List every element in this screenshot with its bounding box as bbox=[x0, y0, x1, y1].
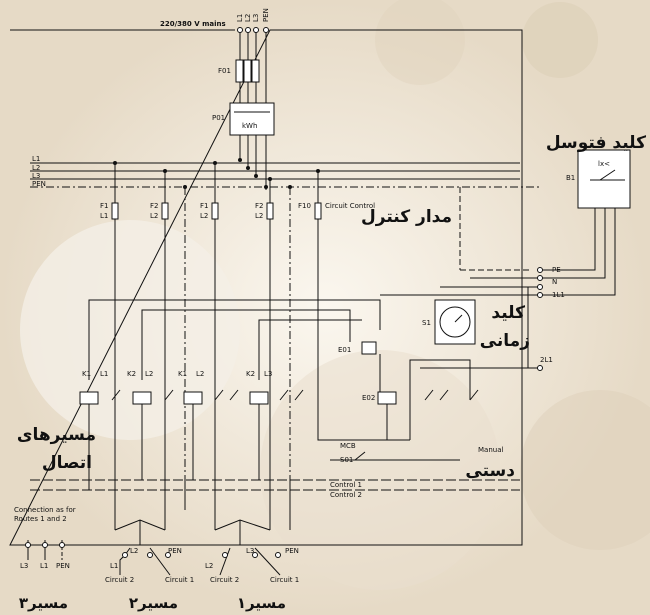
photocell-switch-annotation: کلید فتوسل bbox=[546, 133, 646, 153]
control-2-label: Control 2 bbox=[330, 491, 362, 499]
bottom-right-l3: L3 bbox=[246, 547, 254, 555]
fuse-line-4: L2 bbox=[255, 212, 263, 220]
fuse-line-3: L2 bbox=[200, 212, 208, 220]
fuse-line-2: L2 bbox=[150, 212, 158, 220]
fuse-line-1: L1 bbox=[100, 212, 108, 220]
mcb-label: MCB bbox=[340, 442, 356, 450]
meter-tag: P01 bbox=[212, 114, 225, 122]
fuse-f01-label: F01 bbox=[218, 67, 231, 75]
switch-s01: S01 bbox=[340, 456, 353, 464]
bus-l3: L3 bbox=[32, 172, 40, 180]
route-2-label: مسیر۲ bbox=[129, 594, 178, 612]
contactor-line-1: L1 bbox=[100, 370, 108, 378]
contactor-line-4: L3 bbox=[264, 370, 272, 378]
connection-note-2: Routes 1 and 2 bbox=[14, 515, 67, 523]
fuse-tag-5: F10 bbox=[298, 202, 311, 210]
contactor-tag-4: K2 bbox=[246, 370, 255, 378]
mains-label: 220/380 V mains bbox=[160, 20, 226, 28]
relay-e01: E01 bbox=[338, 346, 351, 354]
bottom-left-pen: PEN bbox=[56, 562, 70, 570]
route-3-label: مسیر۳ bbox=[19, 594, 68, 612]
contactor-tag-1: K1 bbox=[82, 370, 91, 378]
bottom-right-circuit1: Circuit 1 bbox=[270, 576, 299, 584]
terminal-pe: PE bbox=[552, 266, 561, 274]
timer-switch-annotation-2: زمانی bbox=[480, 331, 530, 351]
manual-annotation: دستی bbox=[465, 461, 515, 481]
mains-terminal-l1: L1 bbox=[236, 14, 244, 22]
fuse-tag-2: F2 bbox=[150, 202, 158, 210]
bottom-left-l1: L1 bbox=[40, 562, 48, 570]
connection-note-1: Connection as for bbox=[14, 506, 76, 514]
bottom-left-l3: L3 bbox=[20, 562, 28, 570]
fuse-tag-3: F1 bbox=[200, 202, 208, 210]
mains-terminal-l2: L2 bbox=[244, 14, 252, 22]
bottom-right-circuit2: Circuit 2 bbox=[210, 576, 239, 584]
fuse-tag-1: F1 bbox=[100, 202, 108, 210]
timer-switch-annotation-1: کلید bbox=[491, 303, 525, 323]
bus-l1: L1 bbox=[32, 155, 40, 163]
bottom-mid-l1: L1 bbox=[110, 562, 118, 570]
fuse-line-5: Circuit Control bbox=[325, 202, 375, 210]
control-1-label: Control 1 bbox=[330, 481, 362, 489]
bottom-mid-pen: PEN bbox=[168, 547, 182, 555]
terminal-n: N bbox=[552, 278, 557, 286]
bottom-right-pen: PEN bbox=[285, 547, 299, 555]
contactor-tag-2: K2 bbox=[127, 370, 136, 378]
manual-en-label: Manual bbox=[478, 446, 503, 454]
photocell-lux: lx< bbox=[598, 160, 610, 168]
photocell-tag: B1 bbox=[566, 174, 575, 182]
mains-terminal-l3: L3 bbox=[252, 14, 260, 22]
relay-e02: E02 bbox=[362, 394, 375, 402]
contactor-tag-3: K1 bbox=[178, 370, 187, 378]
contactor-line-3: L2 bbox=[196, 370, 204, 378]
terminal-1l1: 1L1 bbox=[552, 291, 565, 299]
route-1-label: مسیر۱ bbox=[237, 594, 286, 612]
meter-unit: kWh bbox=[242, 122, 257, 130]
bottom-mid-circuit1: Circuit 1 bbox=[165, 576, 194, 584]
control-circuit-annotation: مدار کنترل bbox=[361, 207, 452, 227]
connection-paths-annotation-2: اتصال bbox=[42, 453, 92, 473]
bus-l2: L2 bbox=[32, 164, 40, 172]
bus-pen: PEN bbox=[32, 180, 46, 188]
connection-paths-annotation-1: مسیرهای bbox=[17, 425, 96, 445]
bottom-mid-l2: L2 bbox=[130, 547, 138, 555]
enclosure-border bbox=[9, 29, 523, 546]
mains-terminal-pen: PEN bbox=[262, 8, 270, 22]
terminal-2l1: 2L1 bbox=[540, 356, 553, 364]
bottom-mid-circuit2: Circuit 2 bbox=[105, 576, 134, 584]
contactor-line-2: L2 bbox=[145, 370, 153, 378]
bottom-right-l2: L2 bbox=[205, 562, 213, 570]
fuse-tag-4: F2 bbox=[255, 202, 263, 210]
timer-tag: S1 bbox=[422, 319, 431, 327]
